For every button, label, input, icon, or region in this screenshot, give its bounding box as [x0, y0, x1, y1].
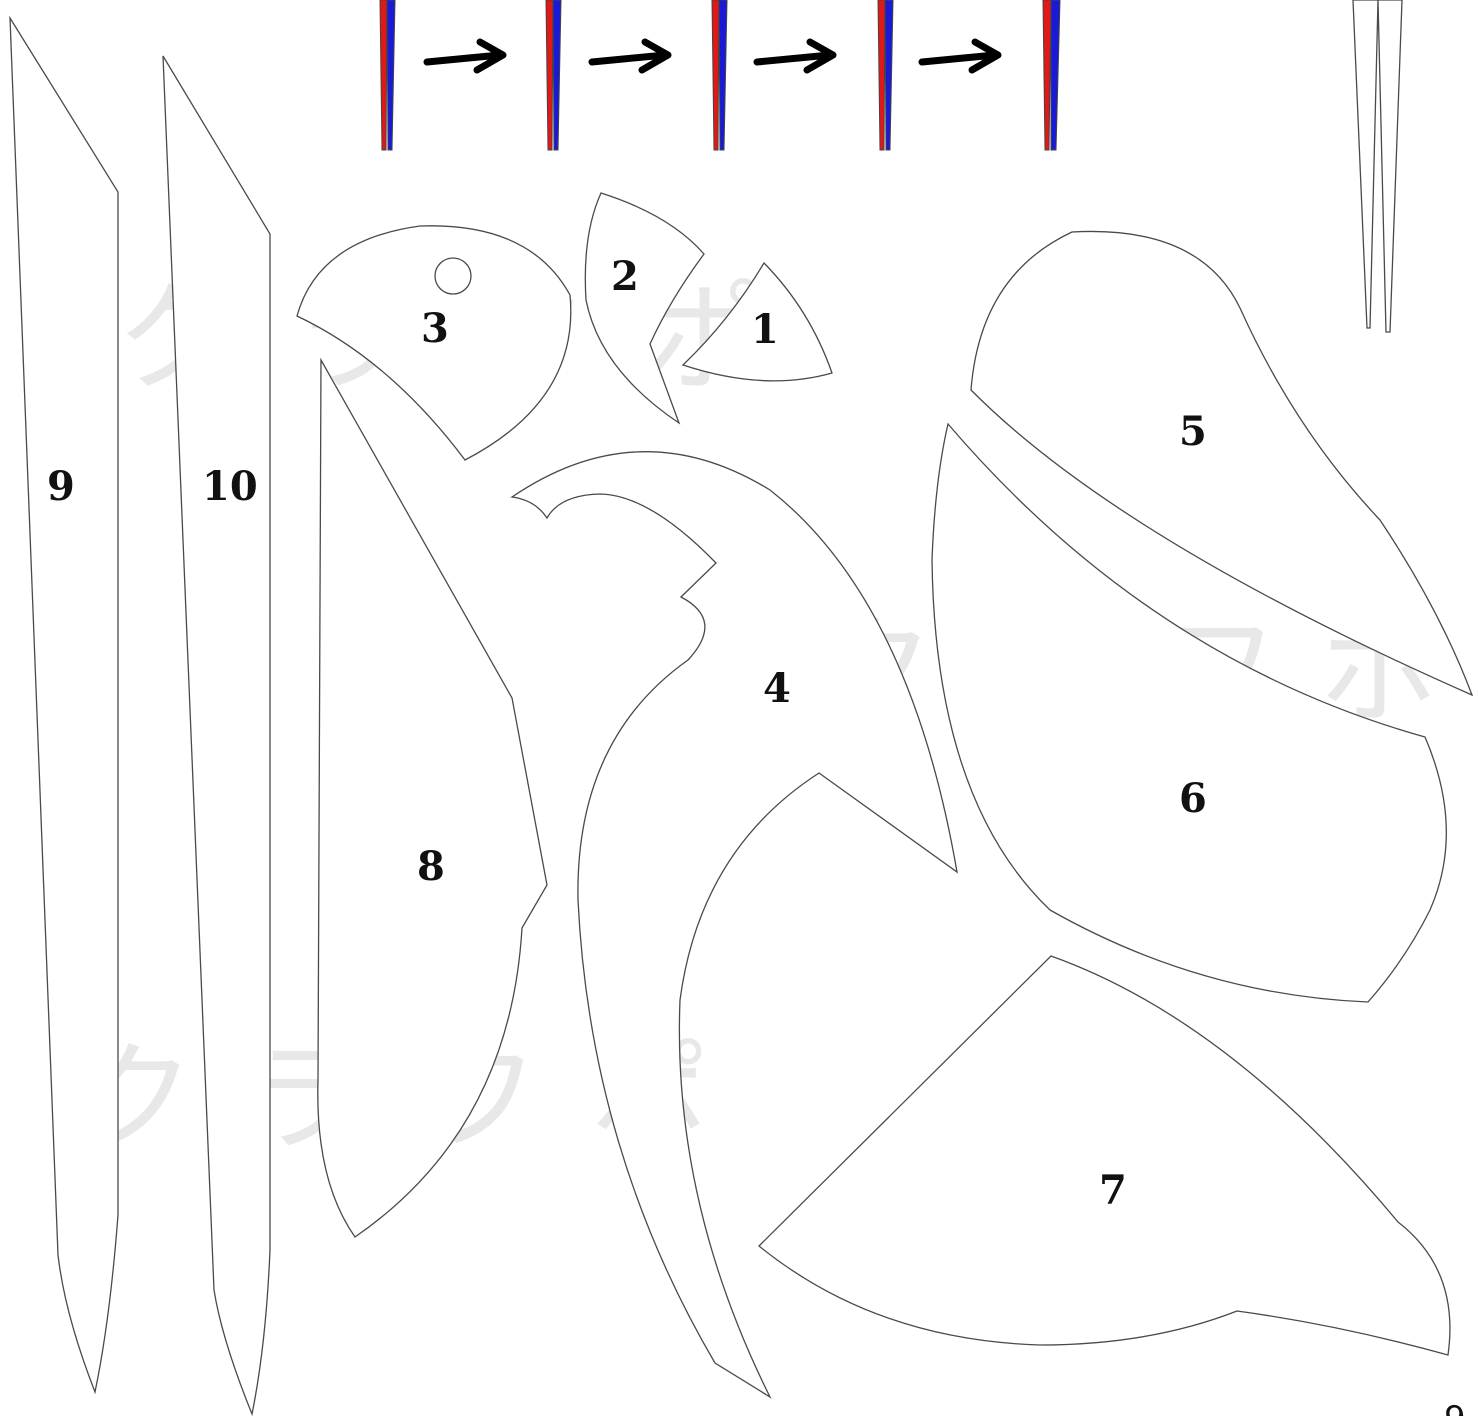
piece-label: 2 [611, 253, 639, 300]
arrow-icon [753, 38, 837, 74]
spike-step-3 [711, 0, 728, 151]
piece-4: 4 [510, 451, 958, 1399]
piece-8: 8 [317, 357, 548, 1238]
piece-label: 9 [47, 463, 75, 510]
thin-spike-pieces [1352, 0, 1403, 333]
piece-5: 5 [970, 230, 1474, 697]
folding-steps [379, 0, 1061, 151]
piece-9: 9 [9, 15, 119, 1395]
spike-step-4 [877, 0, 894, 151]
piece-6: 6 [931, 422, 1447, 1003]
piece-label: 7 [1099, 1167, 1127, 1214]
spike-step-5 [1042, 0, 1061, 151]
thin-spike-left [1352, 0, 1379, 329]
arrow-icon [588, 38, 672, 74]
arrow-icon [918, 38, 1002, 74]
eye-hole [434, 257, 472, 295]
piece-1: 1 [681, 261, 833, 382]
piece-label: 1 [751, 306, 779, 353]
thin-spike-right [1377, 0, 1403, 333]
piece-3: 3 [296, 225, 572, 461]
piece-2: 2 [584, 192, 705, 425]
piece-label: 10 [202, 463, 258, 510]
piece-label: 4 [763, 665, 791, 712]
page-number: 9 [1444, 1399, 1466, 1416]
piece-label: 8 [417, 843, 445, 890]
piece-7: 7 [758, 955, 1451, 1356]
piece-label: 5 [1179, 408, 1207, 455]
piece-label: 3 [421, 305, 449, 352]
arrow-icon [423, 38, 507, 74]
spike-step-1 [379, 0, 396, 151]
piece-10: 10 [162, 55, 271, 1416]
piece-label: 6 [1179, 775, 1207, 822]
spike-step-2 [545, 0, 562, 151]
